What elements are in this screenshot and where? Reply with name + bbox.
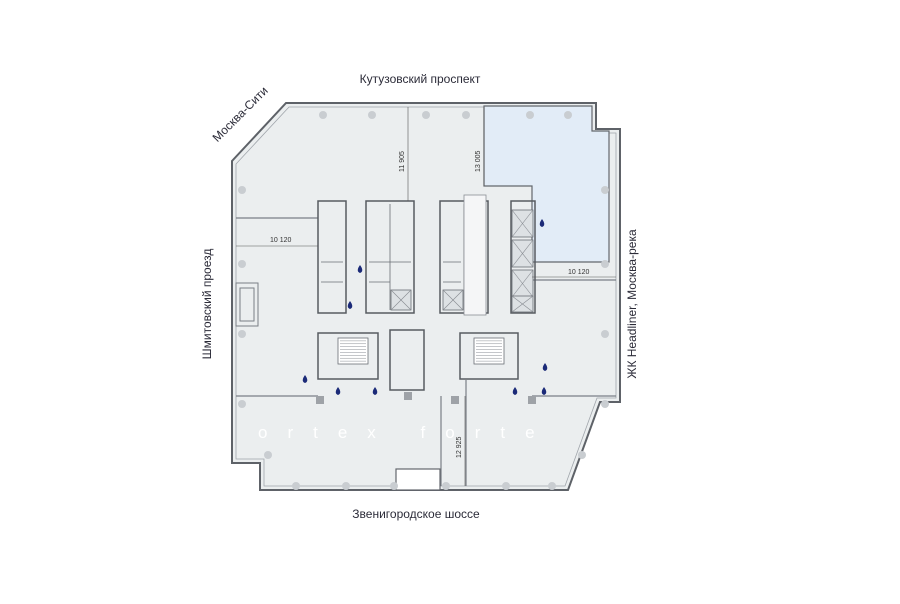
column [342,482,350,490]
column [451,396,459,404]
south-balcony [395,468,441,491]
elevator-shaft [511,269,534,298]
column [238,330,246,338]
building-floor [231,102,621,491]
elevator-shaft [442,289,464,311]
elevator-shaft [511,295,534,313]
columns [238,111,609,490]
column [601,260,609,268]
partitions [236,217,616,486]
column [238,260,246,268]
street-bottom: Звенигородское шоссе [352,507,480,521]
column [319,111,327,119]
water-drop-icon [357,265,363,273]
column [462,111,470,119]
column [422,111,430,119]
elevator-shaft [511,239,534,268]
highlighted-unit[interactable] [483,105,610,263]
water-drop-icon [335,387,341,395]
water-drop-icon [372,387,378,395]
street-right: ЖК Headliner, Москва-река [625,229,639,379]
water-drop-icon [302,375,308,383]
column [316,396,324,404]
street-left: Шмитовский проезд [200,249,214,360]
column [264,451,272,459]
elevator-shaft [390,289,412,311]
column [238,400,246,408]
column [442,482,450,490]
column [564,111,572,119]
dim-north-left: 11 905 [399,151,406,172]
column [292,482,300,490]
elevator-shaft [511,209,534,238]
column [526,111,534,119]
column [601,330,609,338]
staircase [473,337,505,365]
column [390,482,398,490]
water-drop-icon [542,363,548,371]
dim-north-right: 13 005 [475,150,482,172]
west-bay [235,282,259,327]
column [502,482,510,490]
column [548,482,556,490]
column [601,400,609,408]
dim-south: 12 925 [456,436,463,458]
staircase [337,337,369,365]
watermark: ortex forte [258,423,555,442]
column [404,392,412,400]
column [368,111,376,119]
dim-west: 10 120 [270,237,292,244]
column [601,186,609,194]
staircases [337,337,505,365]
water-drop-icon [512,387,518,395]
corridor [463,194,487,316]
water-drop-icon [539,219,545,227]
column [238,186,246,194]
water-drop-icon [347,301,353,309]
street-top: Кутузовский проспект [360,72,481,86]
water-points [302,219,548,395]
dimension-lines [236,107,616,486]
dim-east: 10 120 [568,269,590,276]
water-drop-icon [541,387,547,395]
column [578,451,586,459]
column [528,396,536,404]
